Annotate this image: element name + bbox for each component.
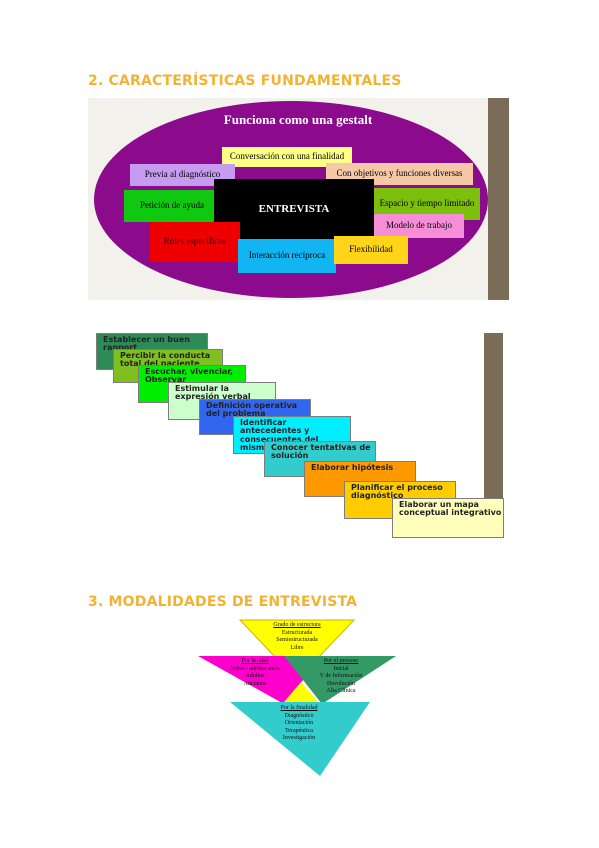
modalidad-item: Terapéutica [285,727,313,734]
modalidad-right-title: Por el proceso [323,658,359,664]
triangle-left [198,656,322,704]
modalidad-left-title: Por la edad [241,658,269,664]
modalidades-triangles [198,619,396,776]
gestalt-diagram: Funciona como una gestalt Conversación c… [88,98,509,300]
modalidad-item: Niños / adolescentes [230,665,280,672]
triangle-top [238,619,356,681]
triangle-center [284,682,318,702]
side-bar [488,98,509,300]
modalidad-item: Y de Información [319,673,363,679]
section-heading-modalidades: 3. MODALIDADES DE ENTREVISTA [88,594,358,610]
step-item: Elaborar un mapa conceptual integrativo [392,498,504,538]
triangle-right [284,656,396,704]
modalidad-item: Ancianos [243,680,267,687]
modalidades-diagram: Grado de estructura Estructurada Semiest… [196,618,406,778]
modalidad-item: Devolución [327,680,355,687]
gestalt-item-peticion: Petición de ayuda [124,190,220,222]
triangle-bottom [230,702,370,776]
modalidad-item: Diagnóstico [284,712,314,719]
modalidad-item: Alta Clínica [326,688,356,694]
gestalt-item-modelo: Modelo de trabajo [374,214,464,238]
gestalt-item-roles: Roles específicos [150,222,240,262]
modalidad-item: Semiestructurada [276,637,318,643]
modalidad-top: Grado de estructura Estructurada Semiest… [262,622,332,652]
gestalt-item-interaccion: Interacción recíproca [238,239,336,273]
modalidad-bottom: Por la finalidad Diagnóstico Orientación… [266,705,332,743]
gestalt-title: Funciona como una gestalt [223,112,373,127]
gestalt-item-previa: Previa al diagnóstico [130,164,235,186]
gestalt-item-flexibilidad: Flexibilidad [334,236,408,264]
side-bar [484,333,503,511]
modalidad-bottom-title: Por la finalidad [280,705,318,711]
gestalt-item-conversacion: Conversación con una finalidad [222,147,352,167]
gestalt-center: ENTREVISTA [214,179,374,239]
modalidad-left: Por la edad Niños / adolescentes Adultos… [224,658,286,688]
modalidad-top-title: Grado de estructura [273,622,321,628]
section-heading-caracteristicas: 2. CARACTERÍSTICAS FUNDAMENTALES [88,73,402,89]
modalidad-item: Estructurada [281,629,313,636]
steps-diagram: Establecer un buen rapport Percibir la c… [88,331,509,543]
modalidad-item: Adultos [245,673,265,679]
modalidad-item: Libre [290,644,304,651]
modalidad-item: Orientación [284,720,314,726]
modalidad-item: Inicial [333,665,349,672]
modalidad-right: Por el proceso Inicial Y de Información … [310,658,372,696]
modalidad-item: Investigación [282,735,316,741]
